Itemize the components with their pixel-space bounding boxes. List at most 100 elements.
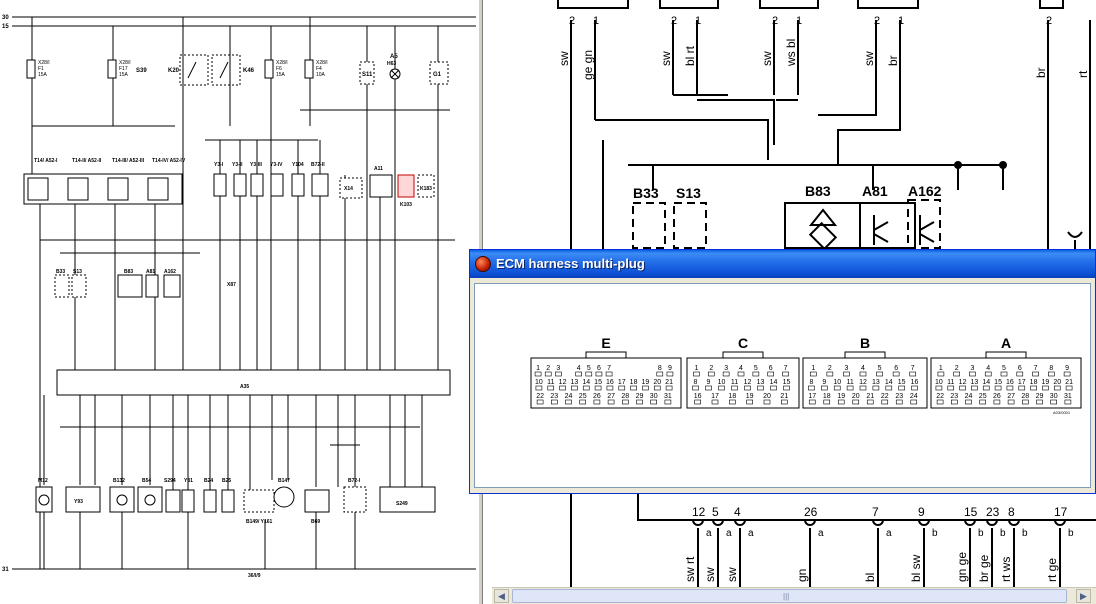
bottom-wire-label-7: gn ge (955, 552, 969, 582)
horizontal-scrollbar[interactable]: ◀ ||| ▶ (492, 587, 1096, 604)
valve-y3iii-label: Y3-III (250, 162, 263, 168)
pin-socket (1021, 399, 1029, 405)
pin-socket (551, 399, 558, 405)
pin-number: 20 (852, 393, 860, 400)
pin-number: 2 (828, 365, 832, 372)
switch-s11-label: S11 (362, 72, 373, 78)
pin-number: 12 (559, 379, 567, 386)
pin-socket (808, 399, 816, 405)
pin-number: 19 (746, 393, 754, 400)
top-pin-8: 1 (898, 15, 904, 27)
pin-socket (694, 399, 701, 405)
pin-number: 6 (894, 365, 898, 372)
pin-socket (971, 385, 978, 391)
top-pin-2: 1 (593, 15, 599, 27)
pin-socket (1050, 399, 1058, 405)
pin-socket (664, 399, 672, 405)
pin-socket (1007, 399, 1015, 405)
top-wire-label-8: br (886, 55, 900, 66)
pin-number: 3 (970, 365, 974, 372)
fuse-f17-label: F17 (119, 66, 128, 72)
pin-number: 18 (823, 393, 831, 400)
pin-socket (746, 399, 753, 405)
pin-socket (1006, 385, 1014, 391)
pin-socket (852, 399, 860, 405)
pin-number: 18 (728, 393, 736, 400)
plug-letter-e: E (601, 335, 610, 351)
bottom-socket-4: a (818, 528, 824, 539)
pin-socket (859, 371, 867, 377)
pin-number: 16 (694, 393, 702, 400)
pin-number: 7 (607, 365, 611, 372)
valve-y81-label: Y81 (184, 478, 193, 484)
pin-socket (582, 385, 590, 391)
pin-socket (876, 371, 883, 377)
pin-number: 16 (1006, 379, 1014, 386)
sensor-b149-label: B149/ Y161 (246, 519, 273, 525)
pin-number: 21 (866, 393, 874, 400)
connector-x14-label: X14 (344, 186, 353, 192)
pin-number: 22 (536, 393, 544, 400)
pin-number: 30 (1050, 393, 1058, 400)
pin-number: 27 (1007, 393, 1015, 400)
pin-socket (866, 399, 874, 405)
rail-15-label: 15 (2, 24, 9, 30)
top-pin-5: 2 (772, 15, 778, 27)
pin-number: 6 (769, 365, 773, 372)
injector-4-label: T14-IV/ A52-IV (152, 158, 186, 164)
pin-number: 24 (565, 393, 573, 400)
sensor-b33-mini-label: B33 (56, 269, 65, 275)
top-wire-label-5: sw (760, 51, 774, 66)
dialog-titlebar[interactable]: ECM harness multi-plug (470, 250, 1095, 278)
pin-number: 22 (881, 393, 889, 400)
bottom-wire-label-10: rt ge (1045, 558, 1059, 582)
scroll-left-arrow-icon[interactable]: ◀ (494, 589, 509, 603)
bottom-pin-6: 9 (918, 505, 925, 519)
pin-number: 19 (642, 379, 650, 386)
bottom-socket-10: b (1068, 528, 1074, 539)
pin-socket (656, 371, 664, 377)
module-a5-label: A5 (390, 54, 398, 60)
pin-number: 30 (650, 393, 658, 400)
bottom-pin-7: 15 (964, 505, 978, 519)
pin-socket (965, 399, 972, 405)
pin-number: 4 (986, 365, 990, 372)
pin-socket (984, 371, 992, 377)
pin-socket (895, 399, 903, 405)
pin-socket (636, 399, 643, 405)
fuse-f17-rating: 15A (119, 72, 129, 78)
pin-socket (535, 385, 543, 391)
pin-socket (579, 399, 586, 405)
pin-socket (722, 371, 730, 377)
pin-socket (1030, 385, 1037, 391)
scrollbar-thumb[interactable]: ||| (512, 589, 1067, 603)
pin-socket (711, 399, 719, 405)
pin-number: 9 (668, 365, 672, 372)
pin-number: 15 (783, 379, 791, 386)
fuse-f1-pin: X28/I (38, 60, 50, 66)
lamp-h63-label: H63 (387, 61, 396, 67)
pin-socket (937, 371, 945, 377)
pin-socket (959, 385, 966, 391)
valve-y3iv-label: Y3-IV (270, 162, 283, 168)
bottom-socket-8: b (1000, 528, 1006, 539)
injector-2-label: T14-II/ A52-II (72, 158, 102, 164)
bottom-wire-label-5: bl (863, 573, 877, 582)
pin-number: 8 (694, 379, 698, 386)
connector-x87-mini-label: X87 (227, 282, 236, 288)
pin-number: 23 (550, 393, 558, 400)
module-a11-label: A11 (374, 166, 383, 172)
socket-icon (872, 519, 884, 526)
fuse-f6-rating: 15A (276, 72, 286, 78)
socket-icon (918, 519, 930, 526)
doc-code-label: A03/0001 (1053, 410, 1071, 415)
pin-number: 29 (1036, 393, 1044, 400)
bottom-pin-9: 8 (1008, 505, 1015, 519)
pin-socket (950, 399, 958, 405)
pin-socket (859, 385, 867, 391)
scroll-right-arrow-icon[interactable]: ▶ (1076, 589, 1091, 603)
module-a162-label: A162 (908, 183, 942, 199)
